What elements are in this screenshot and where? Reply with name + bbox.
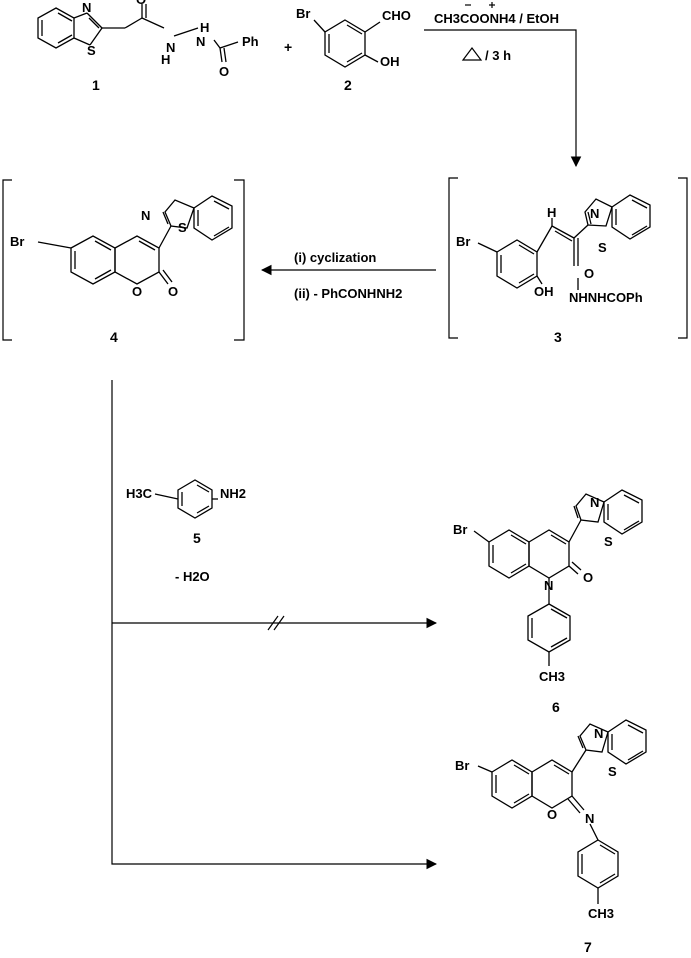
compound-1-structure <box>37 4 239 63</box>
atom-o: O <box>136 0 146 7</box>
compound-5-label: 5 <box>193 530 201 546</box>
atom-cho: CHO <box>382 8 411 23</box>
step2-reagent-b: (ii) - PhCONHNH2 <box>294 286 402 301</box>
atom-n: N <box>141 208 150 223</box>
atom-n: N <box>590 495 599 510</box>
atom-s: S <box>604 534 613 549</box>
charge-marks <box>465 2 495 8</box>
atom-o: O <box>583 570 593 585</box>
atom-nhnhcoph: NHNHCOPh <box>569 290 643 305</box>
atom-ch3: CH3 <box>539 669 565 684</box>
atom-ph: Ph <box>242 34 259 49</box>
compound-2-label: 2 <box>344 77 352 93</box>
atom-br: Br <box>10 234 24 249</box>
atom-br: Br <box>453 522 467 537</box>
atom-o: O <box>547 807 557 822</box>
compound-6-structure <box>473 489 643 666</box>
atom-s: S <box>178 220 187 235</box>
atom-n: N <box>544 578 553 593</box>
compound-5-structure <box>154 479 218 519</box>
bracket-compound-4 <box>2 179 245 341</box>
atom-n: N <box>196 34 205 49</box>
compound-7-label: 7 <box>584 939 592 955</box>
step1-condition: / 3 h <box>485 48 511 63</box>
atom-o: O <box>219 64 229 79</box>
bracket-compound-3 <box>448 177 688 339</box>
compound-6-label: 6 <box>552 699 560 715</box>
step1-reagent: CH3COONH4 / EtOH <box>434 11 559 26</box>
atom-s: S <box>87 43 96 58</box>
atom-h3c: H3C <box>126 486 153 501</box>
atom-o: O <box>584 266 594 281</box>
atom-h: H <box>161 52 170 67</box>
atom-n: N <box>166 40 175 55</box>
atom-n: N <box>585 811 594 826</box>
step1-arrow <box>424 29 582 168</box>
atom-oh: OH <box>534 284 554 299</box>
compound-4-structure <box>37 195 233 285</box>
atom-br: Br <box>456 234 470 249</box>
atom-s: S <box>598 240 607 255</box>
atom-br: Br <box>296 6 310 21</box>
compound-2-structure <box>313 19 381 68</box>
compound-1-label: 1 <box>92 77 100 93</box>
atom-ch3: CH3 <box>588 906 614 921</box>
plus-sign: + <box>284 39 292 55</box>
compound-4-label: 4 <box>110 329 118 345</box>
blocked-arrow-icon <box>267 615 285 631</box>
step2-reagent-a: (i) cyclization <box>294 250 376 265</box>
arrow-to-7 <box>111 380 438 870</box>
atom-n: N <box>590 206 599 221</box>
heat-triangle-icon <box>461 47 483 61</box>
atom-oh: OH <box>380 54 400 69</box>
atom-br: Br <box>455 758 469 773</box>
compound-7-structure <box>477 719 647 904</box>
atom-h: H <box>200 20 209 35</box>
compound-3-label: 3 <box>554 329 562 345</box>
atom-s: S <box>608 764 617 779</box>
atom-o: O <box>168 284 178 299</box>
water-loss: - H2O <box>175 569 210 584</box>
atom-o: O <box>132 284 142 299</box>
atom-h: H <box>547 205 556 220</box>
atom-n: N <box>82 0 91 15</box>
atom-n: N <box>594 726 603 741</box>
compound-3-structure <box>477 194 651 290</box>
atom-nh2: NH2 <box>220 486 246 501</box>
